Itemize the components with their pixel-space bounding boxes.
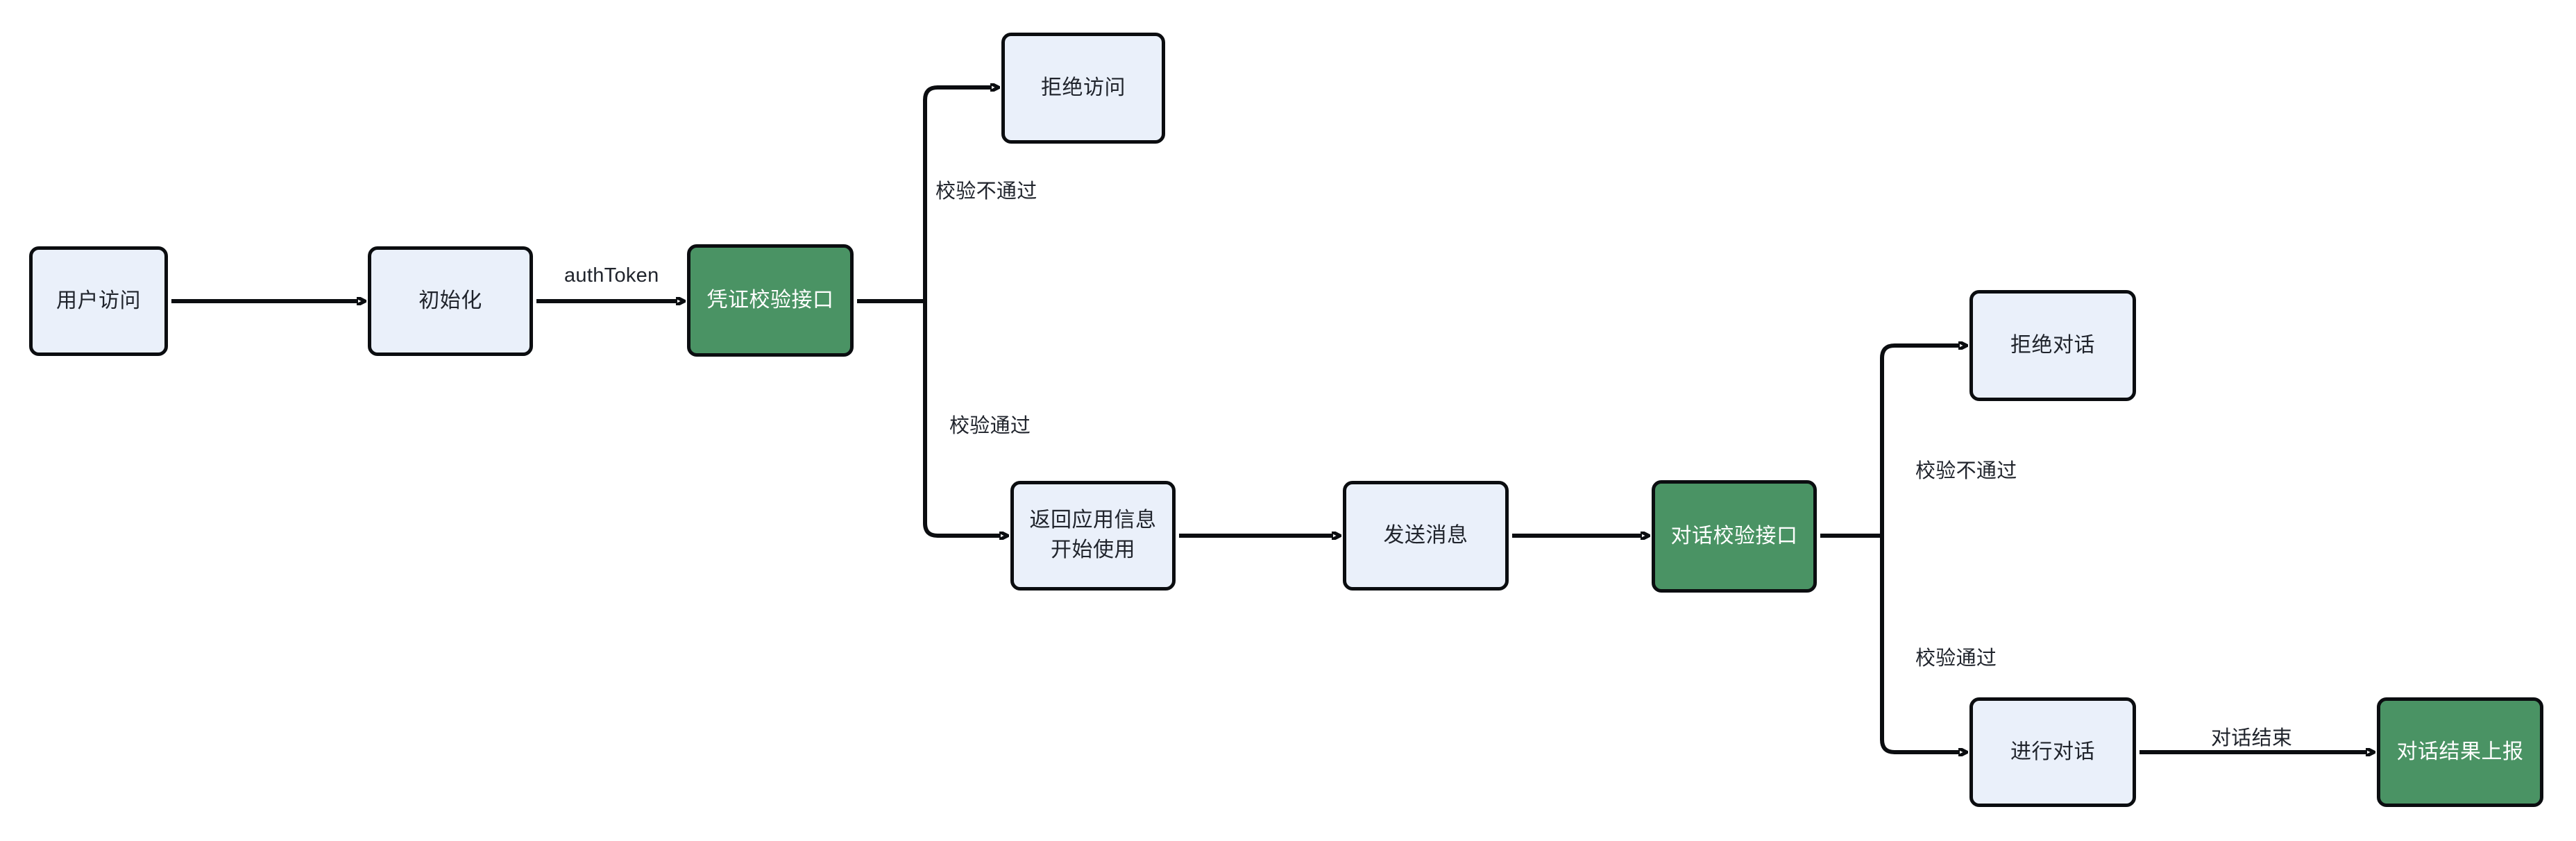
node-initialize-label: 初始化 — [418, 289, 482, 312]
edge-label-dialog-finished: 对话结束 — [2211, 727, 2293, 749]
node-deny-dialog[interactable]: 拒绝对话 — [1969, 290, 2136, 401]
node-deny-dialog-label: 拒绝对话 — [2010, 333, 2095, 357]
node-user-access[interactable]: 用户访问 — [29, 246, 168, 356]
edge-label-verify-passed-1: 校验通过 — [949, 415, 1031, 437]
edge-label-auth-token: authToken — [564, 264, 659, 287]
node-dialog-verify-label: 对话校验接口 — [1670, 524, 1798, 547]
node-user-access-label: 用户访问 — [56, 289, 141, 312]
node-report-result[interactable]: 对话结果上报 — [2377, 697, 2543, 807]
node-send-message[interactable]: 发送消息 — [1343, 481, 1509, 591]
edge-credential-verify-to-deny-access — [923, 87, 992, 301]
node-return-app-info-label: 返回应用信息 开始使用 — [1029, 509, 1157, 561]
edge-credential-verify-to-return-app-info — [923, 301, 1001, 536]
node-deny-access-label: 拒绝访问 — [1041, 76, 1126, 99]
node-deny-access[interactable]: 拒绝访问 — [1001, 33, 1165, 144]
edge-label-verify-failed-2: 校验不通过 — [1915, 460, 2017, 482]
node-credential-verify-label: 凭证校验接口 — [706, 288, 834, 312]
node-report-result-label: 对话结果上报 — [2396, 740, 2524, 763]
node-do-dialog[interactable]: 进行对话 — [1969, 697, 2136, 807]
node-send-message-label: 发送消息 — [1383, 523, 1468, 547]
node-dialog-verify[interactable]: 对话校验接口 — [1652, 480, 1817, 593]
edge-label-verify-failed-1: 校验不通过 — [935, 180, 1037, 203]
node-credential-verify[interactable]: 凭证校验接口 — [687, 244, 854, 357]
node-return-app-info[interactable]: 返回应用信息 开始使用 — [1010, 481, 1176, 591]
edge-label-verify-passed-2: 校验通过 — [1915, 647, 1997, 670]
edge-dialog-verify-to-do-dialog — [1880, 536, 1960, 752]
node-initialize[interactable]: 初始化 — [368, 246, 533, 356]
node-do-dialog-label: 进行对话 — [2010, 740, 2095, 763]
edge-dialog-verify-to-deny-dialog — [1880, 346, 1960, 536]
